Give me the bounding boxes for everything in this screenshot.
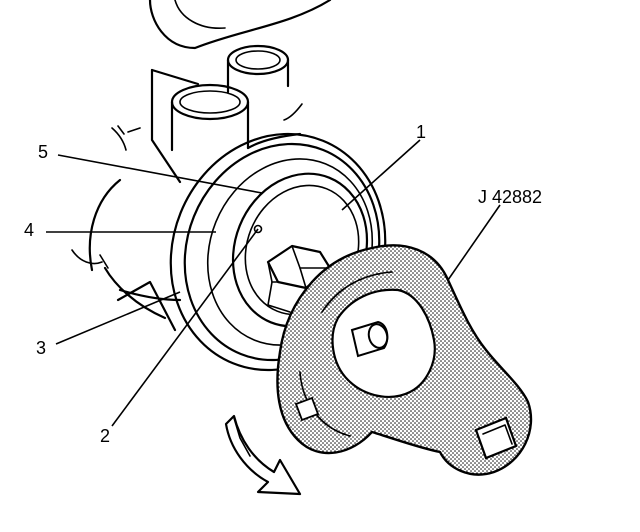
callout-tool: J 42882: [478, 187, 542, 207]
callout-5: 5: [38, 142, 48, 162]
leader-lines: [46, 139, 501, 427]
callout-1: 1: [416, 122, 426, 142]
callout-2: 2: [100, 426, 110, 446]
tool-j42882: [276, 244, 533, 476]
callout-3: 3: [36, 338, 46, 358]
curved-arrow-icon: [224, 414, 302, 496]
engine-housing: [71, 0, 332, 332]
callout-4: 4: [24, 220, 34, 240]
